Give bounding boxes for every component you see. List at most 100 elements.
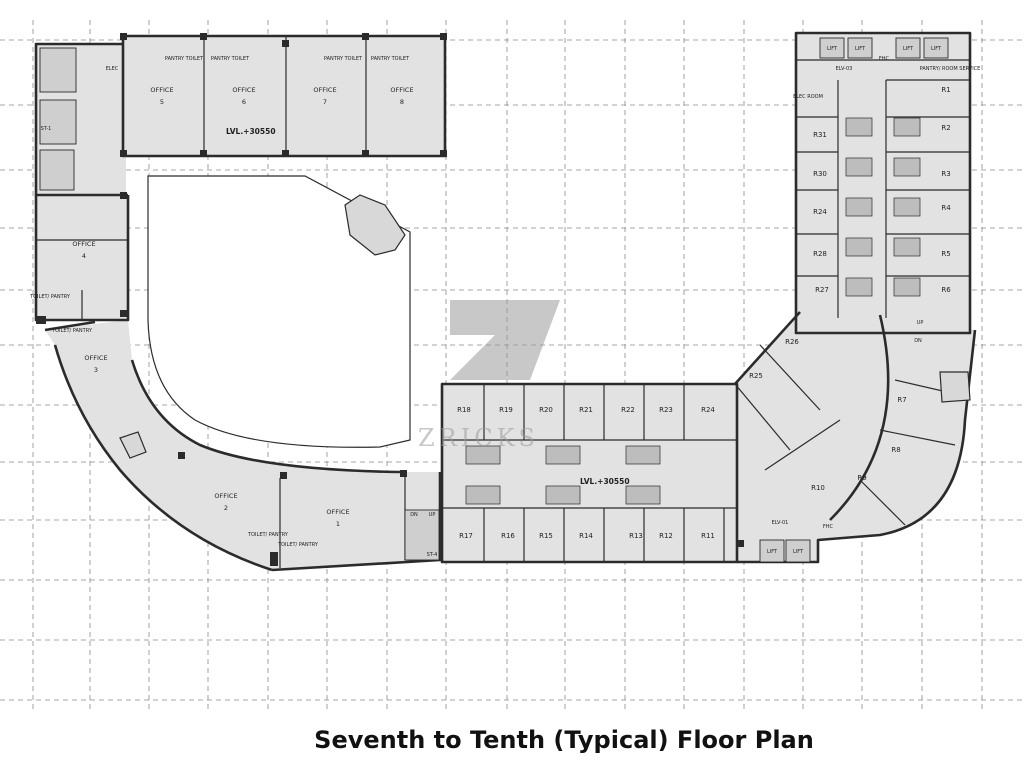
bathroom-pod	[845, 197, 873, 217]
bathroom-pod	[845, 277, 873, 297]
bathroom-pod	[845, 237, 873, 257]
bathroom-pod	[893, 157, 921, 177]
bathroom-pod	[465, 445, 501, 465]
room-label: R20	[539, 406, 553, 414]
bathroom-pod	[465, 485, 501, 505]
pantry-toilet-label: PANTRY TOILET	[371, 56, 410, 62]
room-label: R12	[659, 532, 673, 540]
office-3-number: 3	[94, 366, 98, 374]
office-5-label: OFFICE	[150, 86, 173, 94]
office-4-label: OFFICE	[72, 240, 95, 248]
lift-label: LIFT	[931, 46, 942, 52]
pantry-toilet-label: PANTRY TOILET	[211, 56, 250, 62]
room-label: R27	[815, 286, 829, 294]
pantry-toilet-label: PANTRY TOILET	[324, 56, 363, 62]
watermark-logo: ZRICKS	[418, 300, 560, 452]
room-label: R13	[629, 532, 643, 540]
level-label-south: LVL.+30550	[580, 477, 630, 486]
bathroom-pod	[845, 157, 873, 177]
exterior-walls	[34, 31, 977, 572]
watermark-text: ZRICKS	[418, 424, 539, 452]
office-5-number: 5	[160, 98, 164, 106]
stair-label-st1: ST-1	[41, 126, 52, 132]
office-1-label: OFFICE	[326, 508, 349, 516]
bathroom-pod	[893, 237, 921, 257]
elevator-label-north: ELV-03	[836, 66, 853, 72]
bathroom-pod	[545, 445, 581, 465]
room-label: R9	[857, 474, 866, 482]
toilet-pantry-label: TOILET/ PANTRY	[29, 294, 71, 300]
pantry-toilet-label: PANTRY TOILET	[165, 56, 204, 62]
room-label: R4	[941, 204, 951, 212]
bathroom-pod	[893, 197, 921, 217]
office-7-label: OFFICE	[313, 86, 336, 94]
room-label: R6	[941, 286, 951, 294]
room-label: R23	[659, 406, 673, 414]
room-label: R1	[941, 86, 950, 94]
courtyard	[147, 175, 411, 448]
room-label: R22	[621, 406, 635, 414]
room-label: R26	[785, 338, 799, 346]
interior-walls	[36, 36, 970, 568]
room-label: R15	[539, 532, 553, 540]
stair-down-label: DN	[914, 338, 922, 344]
lift-label: LIFT	[903, 46, 914, 52]
room-label: R5	[941, 250, 950, 258]
room-label: R30	[813, 170, 827, 178]
elevator-label-south: ELV-01	[772, 520, 789, 526]
room-labels: R18 R19 R20 R21 R22 R23 R24 R17 R16 R15 …	[457, 86, 951, 540]
toilet-pantry-label: TOILET/ PANTRY	[51, 328, 93, 334]
room-label: R8	[891, 446, 900, 454]
elec-room-label: ELEC ROOM	[793, 94, 823, 100]
stair-label-st4: ST-4	[427, 552, 438, 558]
room-label: R3	[941, 170, 950, 178]
service-cores	[39, 37, 949, 563]
level-labels: LVL.+30550 LVL.+30550	[226, 127, 630, 486]
service-labels: LIFT LIFT LIFT LIFT LIFT LIFT ELV-03 ELV…	[41, 46, 981, 558]
office-6-label: OFFICE	[232, 86, 255, 94]
pantry-room-service-label: PANTRY/ ROOM SERVICE	[920, 66, 981, 72]
room-label: R18	[457, 406, 471, 414]
toilet-pantry-label: TOILET/ PANTRY	[277, 542, 319, 548]
room-label: R16	[501, 532, 515, 540]
room-label: R7	[897, 396, 906, 404]
building-fill	[36, 33, 975, 570]
stair-down-label: DN	[410, 512, 418, 518]
office-1-number: 1	[336, 520, 340, 528]
room-label: R14	[579, 532, 593, 540]
office-7-number: 7	[323, 98, 327, 106]
stair-up-label: UP	[429, 512, 436, 518]
room-label: R28	[813, 250, 827, 258]
floor-plan-title: Seventh to Tenth (Typical) Floor Plan	[314, 726, 814, 754]
fire-hose-cabinet-label: FHC	[823, 524, 834, 530]
lift-label: LIFT	[793, 549, 804, 555]
room-label: R21	[579, 406, 593, 414]
bathroom-pod	[625, 445, 661, 465]
office-2-number: 2	[224, 504, 228, 512]
level-label-north: LVL.+30550	[226, 127, 276, 136]
room-label: R24	[701, 406, 715, 414]
office-8-number: 8	[400, 98, 404, 106]
structural-columns	[36, 33, 744, 566]
office-2-label: OFFICE	[214, 492, 237, 500]
office-3-label: OFFICE	[84, 354, 107, 362]
office-6-number: 6	[242, 98, 246, 106]
fire-hose-cabinet-label: FHC	[879, 56, 890, 62]
room-label: R10	[811, 484, 825, 492]
room-label: R25	[749, 372, 763, 380]
bathroom-pods	[465, 117, 921, 505]
stair-up-label: UP	[917, 320, 924, 326]
lift-label: LIFT	[855, 46, 866, 52]
room-label: R11	[701, 532, 715, 540]
lift-label: LIFT	[827, 46, 838, 52]
bathroom-pod	[893, 277, 921, 297]
room-label: R2	[941, 124, 950, 132]
elec-label: ELEC	[106, 66, 119, 72]
bathroom-pod	[625, 485, 661, 505]
office-labels: OFFICE 5 OFFICE 6 OFFICE 7 OFFICE 8 OFFI…	[72, 86, 413, 528]
office-4-number: 4	[82, 252, 86, 260]
bathroom-pod	[845, 117, 873, 137]
bathroom-pod	[893, 117, 921, 137]
room-label: R19	[499, 406, 513, 414]
